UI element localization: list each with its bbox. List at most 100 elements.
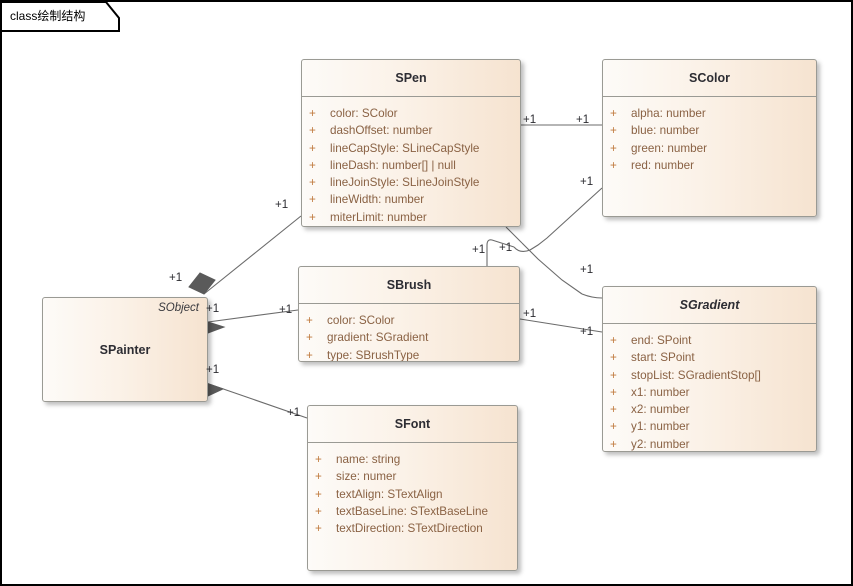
class-attribute-row[interactable]: + red: number [603, 157, 816, 174]
attribute-signature: textDirection: STextDirection [336, 522, 483, 536]
class-title-sgradient: SGradient [679, 298, 740, 312]
class-attribute-row[interactable]: + x2: number [603, 401, 816, 418]
attribute-signature: x2: number [631, 403, 690, 417]
class-attribute-row[interactable]: + lineCapStyle: SLineCapStyle [302, 140, 520, 157]
class-attribute-row[interactable]: + dashOffset: number [302, 122, 520, 139]
attribute-visibility-icon: + [610, 420, 617, 434]
class-attribute-row[interactable]: + blue: number [603, 122, 816, 139]
class-attribute-row[interactable]: + start: SPoint [603, 349, 816, 366]
attribute-visibility-icon: + [315, 470, 322, 484]
multiplicity-label-m-sbrush-left: +1 [472, 244, 486, 256]
multiplicity-label-m-sfont-painter: +1 [287, 407, 301, 419]
class-attribute-row[interactable]: + end: SPoint [603, 332, 816, 349]
attribute-signature: end: SPoint [631, 334, 692, 347]
class-header-sbrush: SBrush [299, 267, 519, 304]
attribute-signature: start: SPoint [631, 351, 695, 365]
class-attribute-row[interactable]: + y2: number [603, 436, 816, 451]
multiplicity-label-m-spen-scolor: +1 [523, 114, 537, 126]
attribute-visibility-icon: + [306, 314, 313, 327]
attribute-visibility-icon: + [610, 368, 617, 382]
class-title-sbrush: SBrush [386, 278, 432, 292]
attribute-visibility-icon: + [610, 403, 617, 417]
attribute-visibility-icon: + [309, 193, 316, 207]
edge-sbrush-up [505, 226, 523, 244]
class-box-sfont[interactable]: SFont+name: string+size: numer+textAlign… [307, 405, 518, 571]
attribute-signature: x1: number [631, 385, 690, 399]
class-attributes-scolor: +alpha: number+blue: number+green: numbe… [603, 97, 816, 180]
class-title-sfont: SFont [394, 417, 431, 431]
attribute-signature: red: number [631, 158, 695, 172]
attribute-signature: stopList: SGradientStop[] [631, 368, 761, 382]
attribute-visibility-icon: + [610, 385, 617, 399]
attribute-visibility-icon: + [309, 107, 316, 120]
class-attribute-row[interactable]: +color: SColor [299, 312, 519, 329]
attribute-visibility-icon: + [315, 487, 322, 501]
class-attributes-spen: + color: SColor + dashOffset: number + lineCa… [302, 97, 520, 226]
attribute-signature: textBaseLine: STextBaseLine [336, 504, 489, 518]
class-attribute-row[interactable]: +miterLimit: number [302, 209, 520, 226]
class-attributes-sbrush: +color: SColor+gradient: SGradient+type:… [299, 304, 519, 362]
class-attribute-row[interactable]: +green: number [603, 140, 816, 157]
class-attribute-row[interactable]: +textAlign: STextAlign [308, 486, 517, 503]
class-box-sgradient[interactable]: SGradient + end: SPoint + start: SPoint + stop… [602, 286, 817, 452]
multiplicity-label-m-grad-left: +1 [580, 326, 594, 338]
frame-tab-shape [2, 2, 120, 32]
attribute-signature: size: numer [336, 470, 397, 484]
class-box-scolor[interactable]: SColor+alpha: number+blue: number+green:… [602, 59, 817, 217]
class-attribute-row[interactable]: +lineDash: number[] | null [302, 157, 520, 174]
attribute-signature: color: SColor [330, 107, 398, 120]
class-attribute-row[interactable]: + color: SColor [302, 105, 520, 122]
attribute-visibility-icon: + [306, 331, 313, 345]
attribute-visibility-icon: + [610, 334, 617, 347]
class-attribute-row[interactable]: + x1: number [603, 384, 816, 401]
class-attributes-sfont: +name: string+size: numer+textAlign: STe… [308, 443, 517, 543]
class-attribute-row[interactable]: +gradient: SGradient [299, 329, 519, 346]
attribute-signature: type: SBrushType [327, 348, 420, 362]
multiplicity-label-m-spainter-sbrush: +1 [206, 303, 220, 315]
attribute-signature: alpha: number [631, 107, 706, 120]
attribute-signature: y2: number [631, 437, 690, 451]
attribute-visibility-icon: + [610, 124, 617, 138]
class-stereotype-spainter: SObject [158, 302, 199, 314]
attribute-signature: lineCapStyle: SLineCapStyle [330, 141, 480, 155]
attribute-visibility-icon: + [315, 522, 322, 536]
class-attribute-row[interactable]: +lineWidth: number [302, 191, 520, 208]
attribute-visibility-icon: + [610, 158, 617, 172]
class-title-scolor: SColor [689, 71, 730, 85]
attribute-signature: dashOffset: number [330, 124, 433, 138]
class-attribute-row[interactable]: +lineJoinStyle: SLineJoinStyle [302, 174, 520, 191]
edge-scolor-jump [513, 246, 531, 253]
attribute-signature: blue: number [631, 124, 700, 138]
attribute-visibility-icon: + [309, 141, 316, 155]
edge-scolor-down [529, 187, 603, 251]
class-attribute-row[interactable]: + stopList: SGradientStop[] [603, 367, 816, 384]
multiplicity-label-m-sbrush-painter: +1 [279, 304, 293, 316]
multiplicity-label-m-sbrush-grad: +1 [523, 308, 537, 320]
multiplicity-label-m-spen-spainter: +1 [275, 199, 289, 211]
class-box-sbrush[interactable]: SBrush +color: SColor+gradient: SGradient… [298, 266, 520, 362]
class-attribute-row[interactable]: + textBaseLine: STextBaseLine [308, 503, 517, 520]
attribute-visibility-icon: + [610, 351, 617, 365]
class-attribute-row[interactable]: + size: numer [308, 468, 517, 485]
diamond-spen-composition [188, 272, 216, 295]
class-attribute-row[interactable]: + textDirection: STextDirection [308, 520, 517, 537]
edge-sbrush-sgradient-b [581, 293, 603, 299]
class-attribute-row[interactable]: +y1: number [603, 418, 816, 435]
class-attribute-row[interactable]: +type: SBrushType [299, 347, 519, 362]
class-title-spen: SPen [395, 71, 427, 85]
attribute-visibility-icon: + [315, 504, 322, 518]
attribute-signature: name: string [336, 453, 401, 466]
class-box-spen[interactable]: SPen+color: SColor+dashOffset: number+li… [301, 59, 521, 227]
attribute-visibility-icon: + [309, 176, 316, 190]
class-attribute-row[interactable]: +alpha: number [603, 105, 816, 122]
class-attribute-row[interactable]: +name: string [308, 451, 517, 468]
multiplicity-label-m-spainter-sfont: +1 [206, 364, 220, 376]
attribute-visibility-icon: + [610, 437, 617, 451]
attribute-visibility-icon: + [309, 124, 316, 138]
attribute-visibility-icon: + [309, 210, 316, 224]
frame-tab: class绘制结构 [2, 2, 120, 32]
attribute-visibility-icon: + [309, 158, 316, 172]
class-header-sfont: SFont [308, 406, 517, 443]
